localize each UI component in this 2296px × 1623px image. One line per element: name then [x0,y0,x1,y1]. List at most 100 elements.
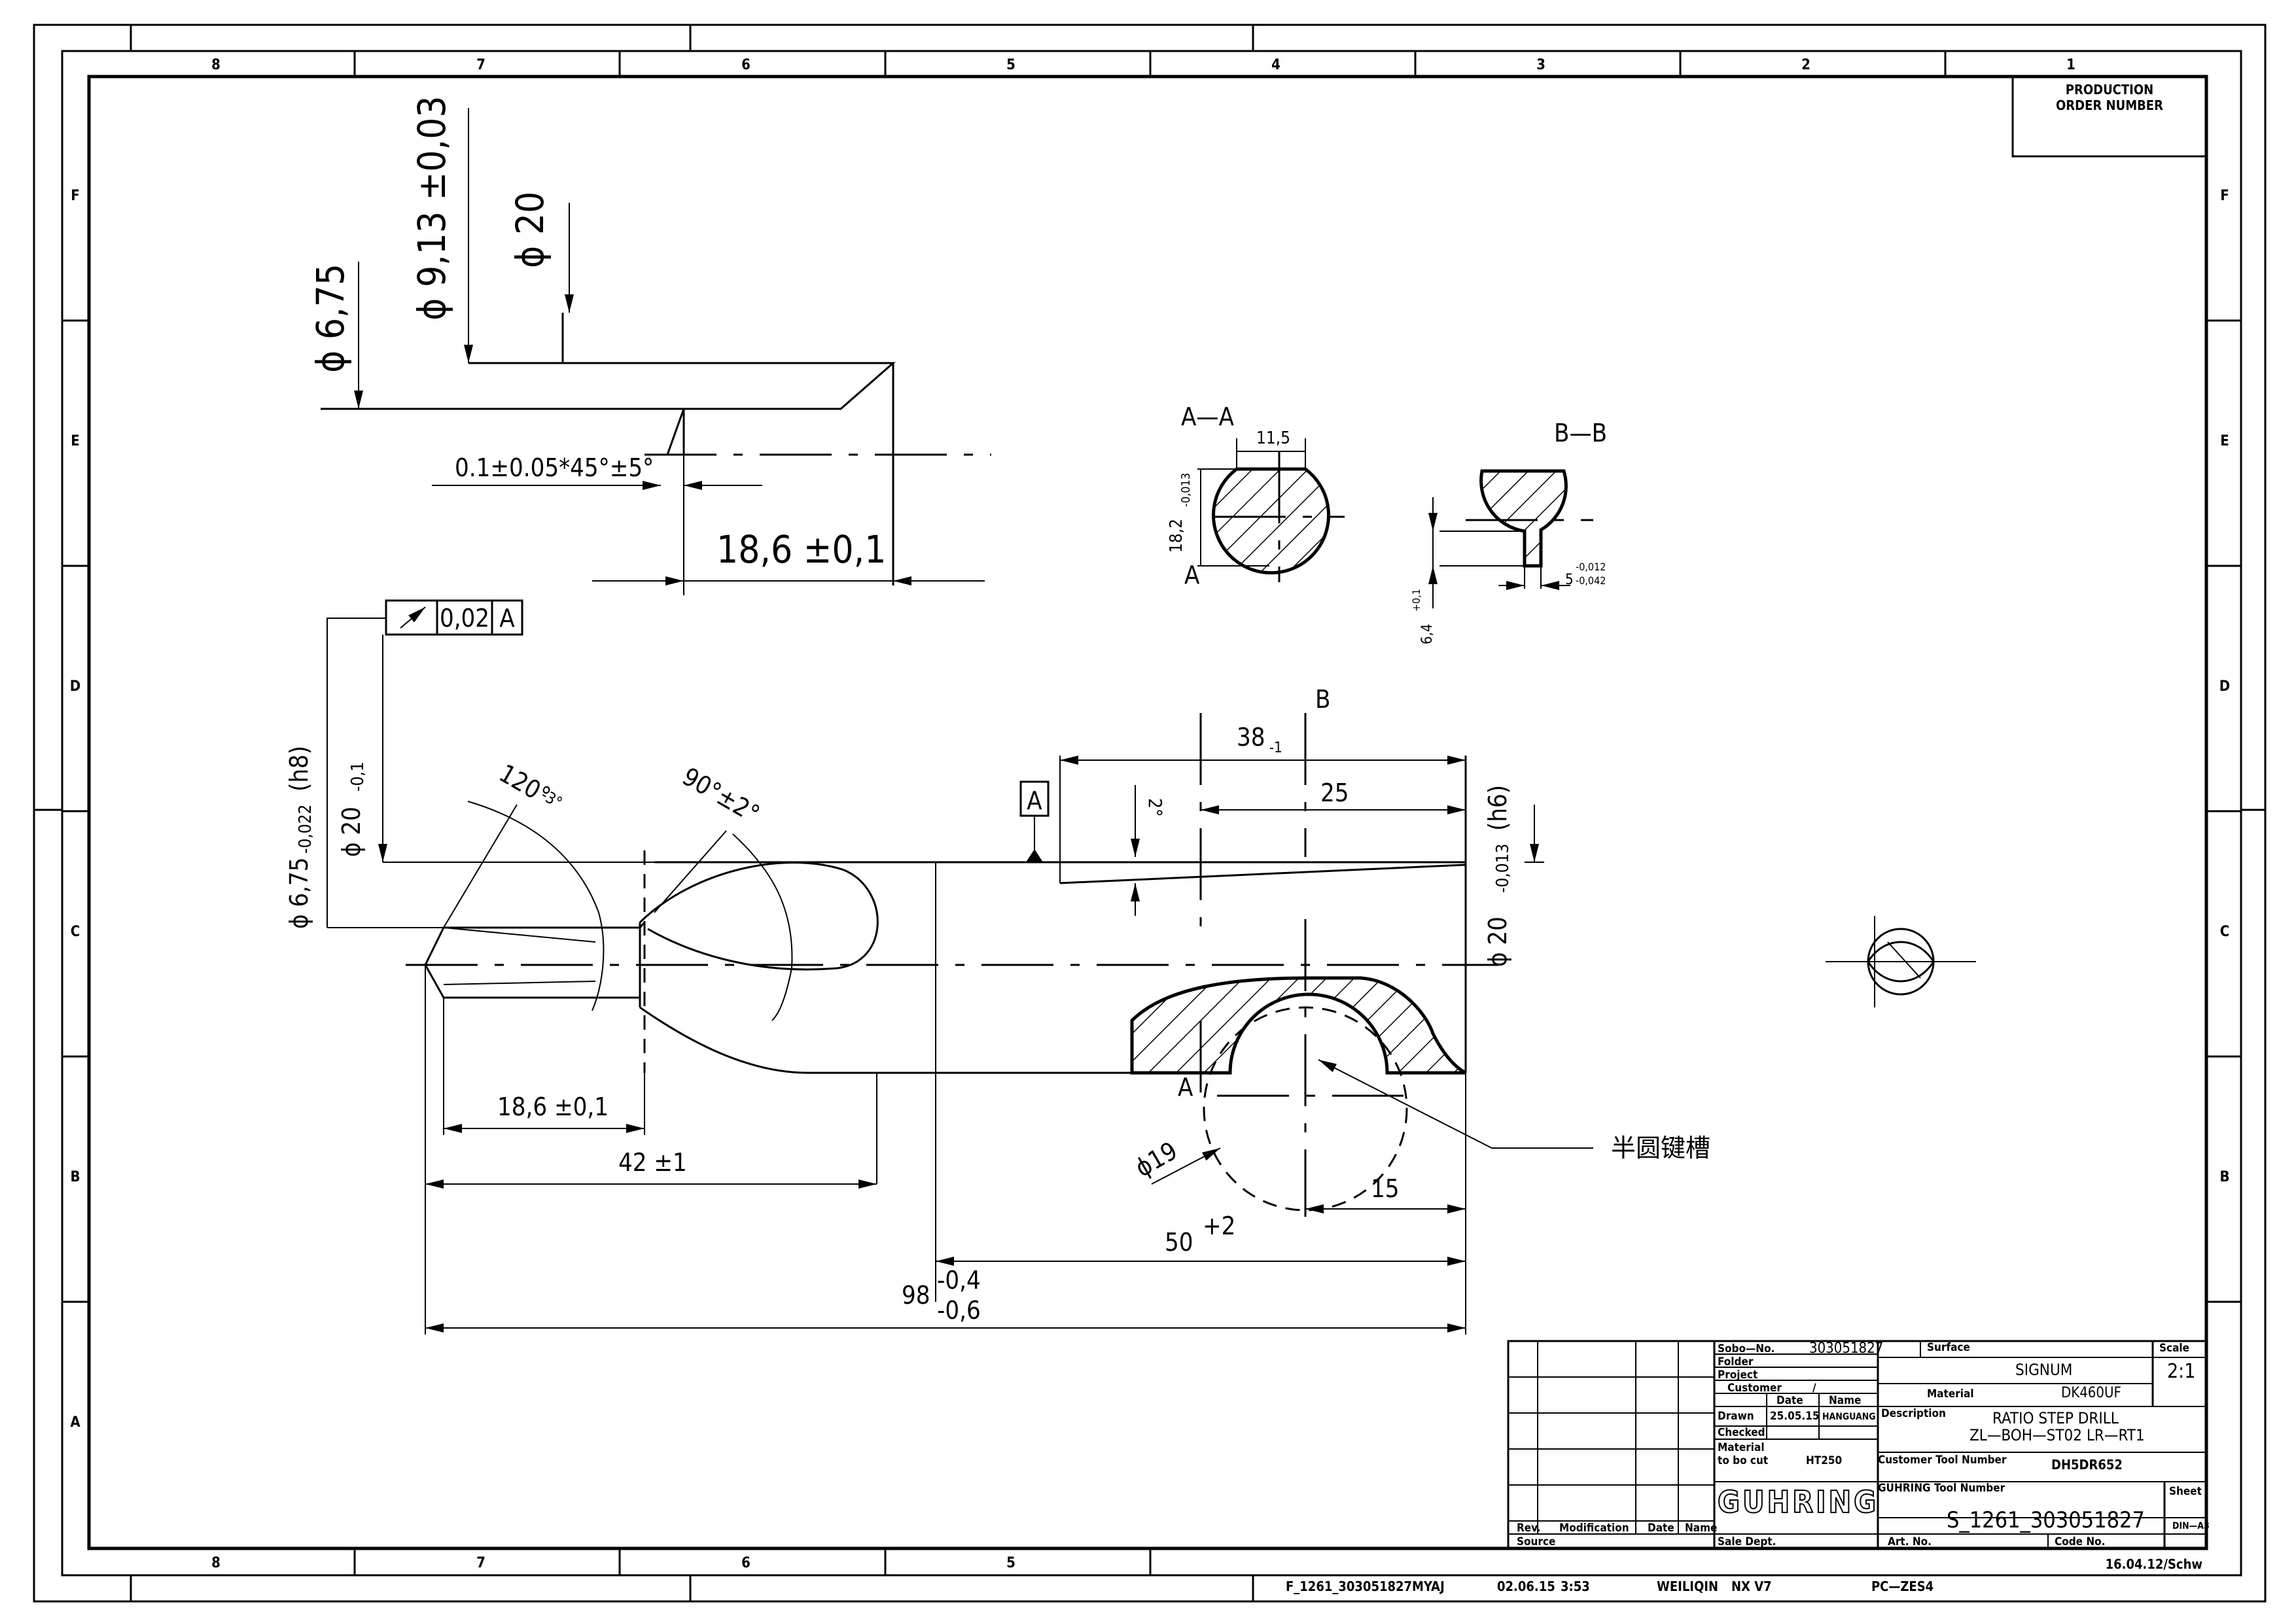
customer-tool-value: DH5DR652 [2051,1457,2123,1473]
customer-label: Customer [1727,1382,1782,1395]
print-time: 3:53 [1561,1579,1590,1594]
row-label: A [70,1414,80,1431]
cad-system: NX V7 [1731,1579,1772,1594]
aa-width-label: 11,5 [1256,428,1290,448]
drawn-date: 25.05.15 [1770,1410,1819,1423]
rev-date-label: Date [1648,1522,1674,1535]
description-label: Description [1881,1407,1946,1420]
detail-view: ϕ 6,75 ϕ 9,13 ±0,03 ϕ 20 0.1±0.05*45°±5°… [308,96,991,595]
production-label: PRODUCTION [2066,82,2153,97]
chamfer-label: 0.1±0.05*45°±5° [455,453,654,482]
zone-labels-bottom: 8 7 6 5 [211,1555,1016,1571]
col-label: 8 [211,1555,221,1571]
main-view: 半圆键槽 120° -3° 90°±2° 0,02 A A ϕ 6,75 -0,… [285,561,1710,1335]
footer-info: F_1261_303051827MYAJ 02.06.15 3:53 WEILI… [1286,1579,1934,1594]
checked-label: Checked [1718,1426,1765,1439]
dia-19-label: ϕ19 [1131,1136,1182,1183]
material2-value: DK460UF [2061,1385,2121,1401]
bb-keydepth-tol: +0,1 [1410,589,1422,612]
dim-25-label: 25 [1320,778,1349,807]
frame [33,24,2267,1603]
col-label: 3 [1536,57,1545,73]
production-order-box: PRODUCTION ORDER NUMBER [2011,75,2208,158]
desc-line1: RATIO STEP DRILL [1992,1409,2119,1427]
end-view [1826,916,1976,1007]
dia-body-label: ϕ 20 [337,807,366,857]
workstation: PC—ZES4 [1871,1579,1934,1594]
modification-label: Modification [1559,1522,1629,1535]
date-head: Date [1776,1394,1803,1407]
dim-50-label: 50 [1165,1228,1193,1257]
customer-tool-label: Customer Tool Number [1878,1454,2007,1467]
dia-913-label: ϕ 9,13 ±0,03 [410,96,454,321]
code-no-label: Code No. [2055,1535,2106,1548]
bb-keywidth-label: 5 [1565,572,1574,588]
zone-labels-left: F E D C B A [70,188,81,1431]
dim-98-label: 98 [902,1281,930,1310]
project-label: Project [1718,1369,1757,1382]
dia-tip-tol: -0,022 [296,805,315,854]
angle-90-label: 90°±2° [678,762,765,829]
sobo-value: 303051827 [1809,1340,1883,1357]
col-label: 5 [1006,1555,1016,1571]
name-head: Name [1829,1394,1861,1407]
section-bb: B—B 6,4 +0,1 5 -0,012 -0,042 [1410,419,1607,644]
sheet-label: Sheet [2169,1485,2202,1498]
dia-675-label: ϕ 6,75 [308,264,353,373]
col-label: 6 [741,1555,751,1571]
sobo-label: Sobo—No. [1718,1342,1775,1355]
scale-label: Scale [2159,1342,2189,1355]
section-mark-a-bottom: A [1178,1073,1193,1102]
material-cut-value: HT250 [1806,1454,1842,1467]
row-label: F [71,188,80,204]
row-label: C [71,924,80,940]
art-no-label: Art. No. [1888,1535,1932,1548]
sheet-value: DIN—A3 [2172,1521,2210,1531]
dia-tip-fit: (h8) [285,746,313,792]
section-mark-a-top: A [1184,561,1200,589]
col-label: 1 [2066,57,2075,73]
dim-50-tol: +2 [1203,1212,1235,1240]
aa-depth-tol: -0,013 [1179,473,1193,507]
revision-table: Rev. Modification Date Name Source [1507,1340,1717,1550]
folder-label: Folder [1718,1355,1754,1369]
zone-labels-top: 8 7 6 5 4 3 2 1 [211,57,2075,73]
dim-186-label: 18,6 ±0,1 [497,1092,609,1121]
footer-right: 16.04.12/Schw [2106,1556,2202,1572]
dia-body-tol: -0,1 [348,761,368,792]
row-label: B [70,1169,80,1185]
order-number-label: ORDER NUMBER [2056,97,2163,113]
guhring-logo: GUHRING [1718,1484,1879,1520]
row-label: F [2220,188,2229,204]
zone-labels-right: F E D C B [2219,188,2230,1185]
col-label: 6 [741,57,751,73]
print-date: 02.06.15 [1497,1579,1555,1594]
material-label: Material [1718,1441,1765,1454]
col-label: 4 [1271,57,1280,73]
sale-dept-label: Sale Dept. [1718,1535,1776,1548]
dim-38-tol: -1 [1269,740,1282,756]
dim-98-tol-lo: -0,6 [937,1296,981,1325]
material-label2: to bo cut [1718,1454,1768,1467]
row-label: E [2220,433,2229,449]
title-block: Sobo—No. 303051827 Folder Project Custom… [1713,1340,2210,1572]
col-label: 2 [1801,57,1810,73]
row-label: D [2219,678,2230,695]
col-label: 7 [476,1555,486,1571]
print-user: WEILIQIN [1657,1579,1718,1594]
row-label: E [71,433,80,449]
bb-keywidth-tol-lo: -0,042 [1576,574,1606,587]
section-aa-title: A—A [1181,402,1235,431]
runout-value: 0,02 [440,604,489,633]
dia-shank-label: ϕ 20 [1483,916,1512,967]
aa-depth-label: 18,2 [1167,519,1186,553]
guhring-tool-value: S_1261_303051827 [1947,1507,2145,1533]
material2-label: Material [1927,1387,1974,1401]
dia-shank-tol: -0,013 [1493,844,1513,893]
file-name: F_1261_303051827MYAJ [1286,1579,1445,1594]
dia-20-label: ϕ 20 [508,192,552,268]
guhring-tool-label: GUHRING Tool Number [1878,1482,2005,1495]
surface-value: SIGNUM [2015,1361,2072,1379]
row-label: D [70,678,80,695]
